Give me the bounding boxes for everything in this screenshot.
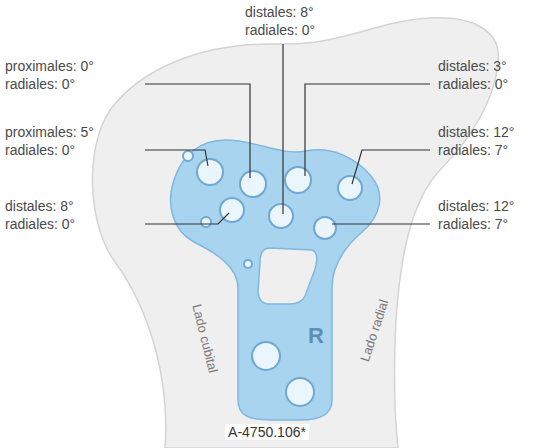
angle-label: radiales: 0° bbox=[5, 76, 75, 92]
bone-outline bbox=[92, 18, 498, 448]
angle-label: distales: 3° bbox=[438, 58, 507, 74]
angle-label: proximales: 5° bbox=[5, 124, 94, 140]
screw-holes bbox=[183, 151, 362, 406]
leader-lines bbox=[145, 44, 430, 224]
angle-label: distales: 12° bbox=[438, 124, 514, 140]
angle-label: radiales: 0° bbox=[5, 142, 75, 158]
caption: A-4750.106* bbox=[225, 424, 309, 440]
angle-label: distales: 12° bbox=[438, 198, 514, 214]
plate-mark: R bbox=[308, 324, 324, 348]
angle-label: distales: 8° bbox=[5, 198, 74, 214]
angle-label: radiales: 0° bbox=[245, 22, 315, 38]
angle-label: proximales: 0° bbox=[5, 58, 94, 74]
angle-label: radiales: 7° bbox=[438, 142, 508, 158]
angle-label: distales: 8° bbox=[245, 4, 314, 20]
angle-label: radiales: 0° bbox=[438, 76, 508, 92]
plate-window bbox=[258, 248, 317, 304]
angle-label: radiales: 0° bbox=[5, 216, 75, 232]
angle-label: radiales: 7° bbox=[438, 216, 508, 232]
plate bbox=[171, 140, 380, 420]
